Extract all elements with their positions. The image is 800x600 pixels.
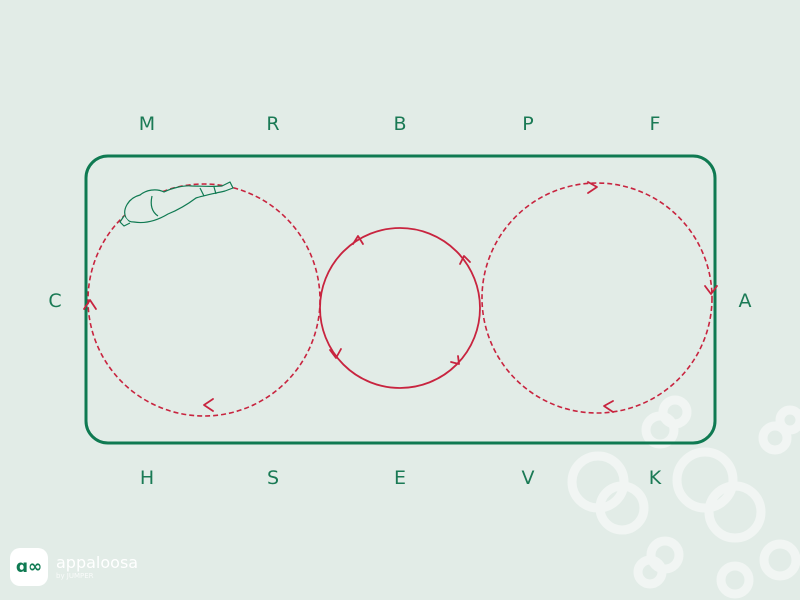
horse-icon [119,181,234,227]
direction-arrow-icon [329,348,342,359]
brand-subtitle: by JUMPER [56,571,94,580]
marker-letter-r: R [266,113,280,135]
brand-logo: ɑ∞ appaloosa by JUMPER [10,548,138,586]
direction-arrow-icon [704,285,718,295]
direction-arrow-icon [203,398,214,412]
marker-letter-m: M [138,113,156,135]
marker-letter-k: K [648,467,662,489]
direction-arrow-icon [587,181,598,194]
marker-letter-h: H [139,467,155,489]
marker-letter-f: F [649,113,661,135]
marker-letter-p: P [522,113,534,135]
marker-letter-a: A [738,290,752,312]
marker-letter-v: V [521,467,535,489]
center-circle-path [319,227,481,389]
direction-arrow-icon [83,299,97,310]
brand-name: appaloosa [56,552,139,572]
arena-border [84,154,717,445]
direction-arrow-icon [450,355,460,365]
direction-arrow-icon [352,235,364,245]
marker-letter-s: S [266,467,280,489]
right-circle-path [481,182,713,414]
decor-rings [567,395,800,599]
direction-arrow-icon [459,255,471,265]
marker-letter-e: E [393,467,407,489]
appaloosa-logo-icon: ɑ∞ [10,548,48,586]
marker-letter-b: B [393,113,407,135]
direction-arrow-icon [603,400,614,413]
marker-letter-c: C [48,290,62,312]
direction-arrows [83,181,718,413]
brand-text: appaloosa by JUMPER [56,552,139,580]
